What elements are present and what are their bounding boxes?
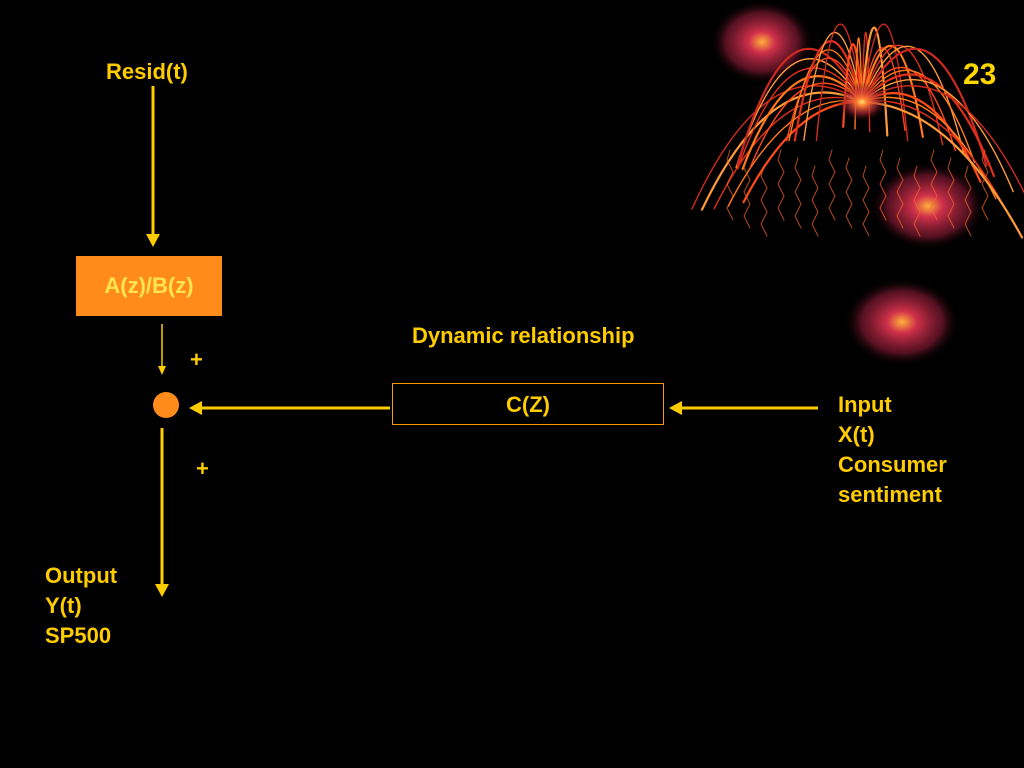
plus-sign-top: + bbox=[190, 347, 203, 372]
dynamic-block: C(Z) bbox=[392, 383, 664, 425]
firework-spark bbox=[845, 157, 853, 229]
resid-label: Resid(t) bbox=[106, 59, 188, 84]
input-label-line: sentiment bbox=[838, 482, 942, 507]
plus-sign-bottom: + bbox=[196, 456, 209, 481]
input-label: Input X(t) Consumer sentiment bbox=[838, 390, 947, 510]
arrowhead-down-output bbox=[155, 584, 169, 597]
slide-number: 23 bbox=[963, 58, 997, 91]
firework-ray bbox=[860, 47, 988, 167]
output-label: Output Y(t) SP500 bbox=[45, 561, 117, 651]
arrowhead-down bbox=[146, 234, 160, 247]
firework-spark bbox=[777, 149, 785, 221]
firework-ray bbox=[785, 57, 863, 142]
dynamic-relationship-title: Dynamic relationship bbox=[412, 323, 635, 348]
firework-spark bbox=[794, 157, 802, 229]
firework-ray bbox=[788, 49, 863, 142]
firework-ray bbox=[860, 26, 889, 137]
firework-spark bbox=[743, 157, 751, 229]
firework-spark bbox=[811, 165, 819, 237]
firework-ray bbox=[803, 32, 863, 141]
firework-ray bbox=[860, 73, 995, 178]
firework-ray bbox=[815, 23, 863, 142]
input-label-line: Input bbox=[838, 392, 892, 417]
transfer-function-block: A(z)/B(z) bbox=[76, 256, 222, 316]
firework-decoration-icon bbox=[691, 0, 1024, 366]
firework-ray bbox=[736, 47, 864, 167]
summing-node bbox=[153, 392, 179, 418]
firework-ray bbox=[860, 45, 924, 138]
firework-spark bbox=[760, 165, 768, 237]
arrowhead-down-small bbox=[158, 366, 166, 375]
firework-spark bbox=[930, 149, 938, 221]
firework-spark bbox=[896, 157, 904, 229]
firework-spark bbox=[862, 165, 870, 237]
output-label-line: SP500 bbox=[45, 623, 112, 648]
firework-spark bbox=[913, 165, 921, 237]
firework-spark bbox=[964, 165, 972, 237]
output-label-line: Y(t) bbox=[45, 593, 82, 618]
output-label-line: Output bbox=[45, 563, 118, 588]
dynamic-block-label: C(Z) bbox=[506, 392, 550, 417]
firework-spark bbox=[828, 149, 836, 221]
firework-ray bbox=[861, 85, 1024, 194]
firework-spark bbox=[947, 157, 955, 229]
input-label-line: Consumer bbox=[838, 452, 947, 477]
arrowhead-left-input bbox=[669, 401, 682, 415]
firework-ray bbox=[861, 78, 1014, 193]
transfer-function-label: A(z)/B(z) bbox=[104, 273, 194, 298]
firework-spark bbox=[981, 149, 989, 221]
arrowhead-left bbox=[189, 401, 202, 415]
input-label-line: X(t) bbox=[838, 422, 875, 447]
firework-ray bbox=[691, 85, 863, 210]
firework-spark bbox=[726, 149, 734, 221]
firework-spark bbox=[879, 149, 887, 221]
firework-ray bbox=[793, 40, 864, 142]
firework-ray bbox=[861, 69, 976, 164]
